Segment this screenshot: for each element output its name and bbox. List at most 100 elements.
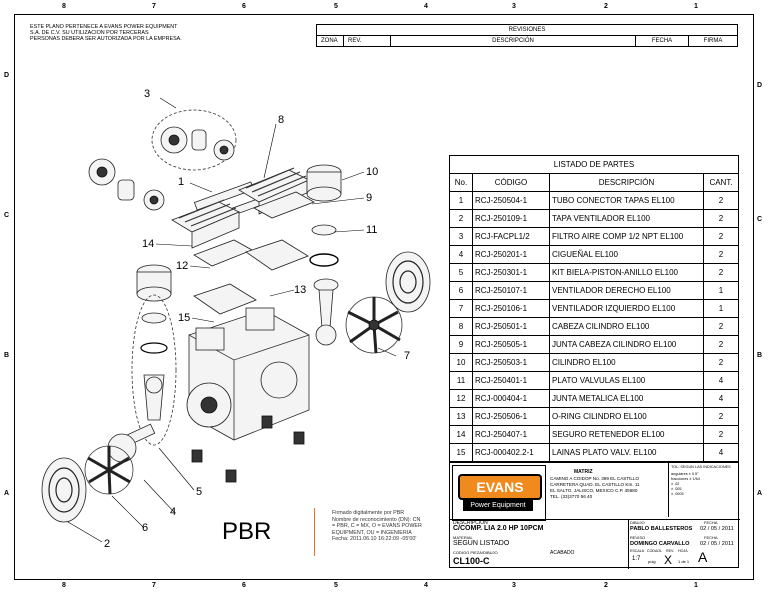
part-code: RCJ-250301-1 (472, 263, 550, 282)
fan-right (345, 296, 403, 354)
fan-cover-right (385, 251, 431, 313)
part-description: PLATO VALVULAS EL100 (549, 371, 704, 390)
part-no: 11 (449, 371, 473, 390)
part-description: JUNTA METALICA EL100 (549, 389, 704, 408)
part-code: RCJ-250107-1 (472, 281, 550, 300)
rev-value: X (664, 553, 673, 567)
callout-10: 10 (366, 166, 379, 178)
part-code: RCJ-250505-1 (472, 335, 550, 354)
reviso-value: DOMINGO CARVALLO (630, 541, 690, 547)
callout-7: 7 (404, 350, 411, 362)
descripcion-label: DESCRIPCION (453, 520, 488, 526)
codaol-label: CODAOL (647, 549, 663, 553)
zone-bottom-1: 1 (694, 582, 698, 589)
part-quantity: 2 (703, 263, 739, 282)
part-quantity: 2 (703, 425, 739, 444)
exploded-view-drawing (41, 97, 431, 543)
callout-15: 15 (178, 312, 191, 324)
revisions-table: REVISIONES ZONA REV. DESCRIPCIÓN FECHA F… (316, 24, 738, 47)
parts-list-title: LISTADO DE PARTES (449, 155, 739, 174)
part-code: RCJ-250503-1 (472, 353, 550, 372)
pulg-value: pulg (648, 559, 656, 564)
piston-top (141, 312, 167, 324)
callout-leaders (67, 97, 397, 543)
part-quantity: 1 (703, 299, 739, 318)
filter-group-outline (151, 109, 237, 171)
air-filter-lower (88, 158, 165, 211)
part-code: RCJ-250201-1 (472, 245, 550, 264)
ownership-notice: ESTE PLANO PERTENECE A EVANS POWER EQUIP… (30, 24, 182, 42)
part-no: 7 (449, 299, 473, 318)
part-no: 3 (449, 227, 473, 246)
part-no: 14 (449, 425, 473, 444)
part-no: 12 (449, 389, 473, 408)
part-description: CABEZA CILINDRO EL100 (549, 317, 704, 336)
zone-top-2: 2 (604, 3, 608, 10)
zone-left-c: C (4, 212, 10, 219)
part-description: VENTILADOR IZQUIERDO EL100 (549, 299, 704, 318)
zone-top-7: 7 (152, 3, 156, 10)
zone-bottom-3: 3 (512, 582, 516, 589)
part-code: RCJ-250109-1 (472, 209, 550, 228)
escala-value: 1:7 (632, 556, 641, 562)
fan-cover-left (41, 457, 87, 523)
rod-eye-left (145, 376, 163, 394)
part-quantity: 2 (703, 191, 739, 210)
part-code: RCJ-FACPL1/2 (472, 227, 550, 246)
callout-12: 12 (176, 260, 189, 272)
reviso-label: REVISO (630, 535, 646, 540)
callout-11: 11 (366, 224, 378, 236)
rev-col-rev: REV. (343, 35, 391, 47)
parts-header-descripcion: DESCRIPCIÓN (549, 173, 704, 192)
callout-3: 3 (144, 88, 151, 100)
part-code: RCJ-250106-1 (472, 299, 550, 318)
part-code: RCJ-250407-1 (472, 425, 550, 444)
callout-1: 1 (178, 176, 185, 188)
part-description: TAPA VENTILADOR EL100 (549, 209, 704, 228)
zone-top-6: 6 (242, 3, 246, 10)
part-no: 4 (449, 245, 473, 264)
part-code: RCJ-000404-1 (472, 389, 550, 408)
part-code: RCJ-250501-1 (472, 317, 550, 336)
zone-right-d: D (757, 82, 763, 89)
signature-mark (314, 508, 341, 556)
cylinder-left (136, 264, 172, 302)
part-no: 15 (449, 443, 473, 462)
part-no: 6 (449, 281, 473, 300)
hoja-label: HOJA (678, 549, 688, 553)
dibujo-label: DIBUJO (630, 520, 645, 525)
fan-left (84, 445, 134, 495)
part-no: 13 (449, 407, 473, 426)
part-code: RCJ-250401-1 (472, 371, 550, 390)
part-code: RCJ-000402.2-1 (472, 443, 550, 462)
codigo-label: CODIGO PIEZA/DIBUJO (453, 550, 498, 555)
zone-right-c: C (757, 216, 763, 223)
rev-col-fecha: FECHA (635, 35, 689, 47)
logo-brand: EVANS (458, 474, 542, 500)
rubber-feet (191, 415, 305, 483)
zone-bottom-4: 4 (424, 582, 428, 589)
revisions-title: REVISIONES (316, 24, 738, 36)
part-description: TUBO CONECTOR TAPAS EL100 (549, 191, 704, 210)
hoja-value: 1 de 1 (678, 559, 690, 564)
company-address: CAMINO A COIDOP No. 399 EL CASTILLO CARR… (550, 476, 640, 499)
zone-right-a: A (757, 490, 763, 497)
part-no: 2 (449, 209, 473, 228)
fecha-label-2: FECHA (704, 535, 718, 540)
part-no: 10 (449, 353, 473, 372)
zone-left-a: A (4, 490, 10, 497)
part-description: O-RING CILINDRO EL100 (549, 407, 704, 426)
part-description: LAINAS PLATO VALV. EL100 (549, 443, 704, 462)
tolerance-block: TOL. SEGUN LAS INDICACIONES angulares ± … (668, 463, 739, 517)
part-description: FILTRO AIRE COMP 1/2 NPT EL100 (549, 227, 704, 246)
crankcase (186, 307, 310, 441)
part-quantity: 4 (703, 443, 739, 462)
